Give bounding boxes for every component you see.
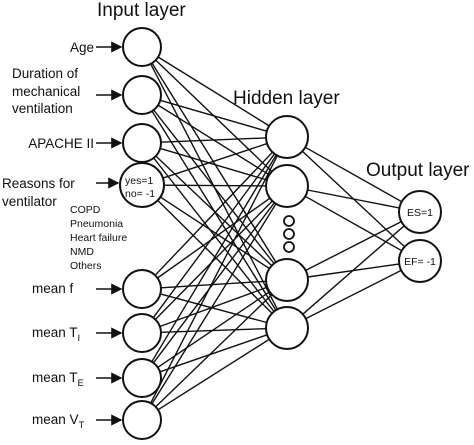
edge-input-5-hidden-2 — [157, 197, 271, 279]
edge-hidden-2-output-1 — [307, 189, 400, 209]
input-arrows — [96, 41, 123, 426]
ellipsis-dot-3 — [283, 241, 295, 253]
output-node-ef — [398, 239, 442, 283]
edge-input-4-hidden-3 — [160, 196, 270, 270]
mean-ti-text: mean T — [32, 325, 78, 340]
edge-input-8-hidden-1 — [150, 155, 279, 404]
edge-input-2-hidden-1 — [160, 99, 267, 132]
edge-input-5-hidden-4 — [160, 293, 267, 324]
connection-lines — [150, 56, 406, 411]
edge-input-3-hidden-1 — [160, 137, 267, 143]
ellipsis-dot-2 — [283, 228, 295, 240]
hidden-node-4 — [265, 306, 309, 350]
input-layer-title: Input layer — [97, 0, 186, 21]
input-label-mean-te: mean TE — [32, 370, 84, 389]
edge-input-3-hidden-2 — [160, 147, 268, 181]
reason-heart-failure: Heart failure — [70, 232, 127, 244]
edge-input-7-hidden-1 — [151, 154, 277, 363]
input-node-age — [122, 27, 162, 67]
input-node-mean-f — [122, 269, 162, 309]
edge-input-8-hidden-2 — [151, 203, 277, 405]
mean-te-text: mean T — [32, 370, 78, 385]
edge-hidden-2-output-2 — [304, 195, 403, 252]
reason-nmd: NMD — [70, 246, 94, 258]
output-layer-title: Output layer — [366, 160, 470, 181]
input-label-reasons-line1: Reasons for — [2, 176, 75, 191]
edge-input-6-hidden-1 — [152, 153, 276, 319]
mean-vt-subscript: T — [79, 420, 85, 431]
input-nodes — [119, 27, 165, 440]
edge-input-4-hidden-1 — [162, 142, 268, 179]
edge-input-6-hidden-2 — [154, 200, 273, 320]
edge-input-5-hidden-3 — [160, 280, 267, 289]
edge-input-4-hidden-2 — [163, 184, 267, 187]
encoding-no: no= -1 — [125, 188, 155, 200]
mean-ti-subscript: I — [78, 333, 81, 344]
input-node-mean-te — [122, 358, 162, 398]
hidden-node-3 — [265, 258, 309, 302]
input-label-mean-f: mean f — [32, 281, 74, 296]
output-label-ef: EF= -1 — [404, 256, 436, 268]
output-label-es: ES=1 — [407, 207, 433, 219]
reason-others: Others — [70, 260, 102, 272]
input-label-mean-vt: mean VT — [32, 412, 85, 431]
hidden-ellipsis — [283, 215, 295, 253]
input-node-mean-vt — [122, 400, 162, 440]
hidden-node-2 — [265, 164, 309, 208]
hidden-layer-title: Hidden layer — [233, 88, 340, 109]
edge-input-1-hidden-1 — [157, 56, 270, 127]
input-label-duration-line2: mechanical — [12, 84, 80, 99]
edge-input-7-hidden-3 — [157, 291, 270, 368]
output-node-es — [398, 190, 442, 234]
mean-te-subscript: E — [78, 378, 84, 389]
input-node-mean-ti — [122, 313, 162, 353]
edge-hidden-1-output-1 — [304, 146, 403, 203]
mean-vt-text: mean V — [32, 412, 79, 427]
input-node-apache — [122, 123, 162, 163]
input-label-reasons-line2: ventilator — [2, 194, 57, 209]
ellipsis-dot-1 — [283, 215, 295, 227]
edge-input-8-hidden-3 — [155, 294, 273, 408]
reason-pneumonia: Pneumonia — [70, 218, 123, 230]
edge-input-5-hidden-1 — [154, 151, 274, 276]
output-nodes — [398, 190, 442, 283]
hidden-node-1 — [265, 115, 309, 159]
hidden-nodes — [265, 115, 309, 350]
input-node-duration — [122, 75, 162, 115]
input-label-mean-ti: mean TI — [32, 325, 80, 344]
edge-hidden-4-output-1 — [302, 225, 405, 315]
edge-hidden-4-output-2 — [305, 269, 402, 320]
encoding-yes: yes=1 — [125, 175, 153, 187]
edge-input-7-hidden-2 — [152, 202, 275, 364]
input-label-age: Age — [70, 40, 94, 55]
input-node-reasons — [119, 162, 165, 208]
input-label-duration-line3: ventilation — [12, 101, 73, 116]
input-label-apache: APACHE II — [28, 136, 94, 151]
edge-input-8-hidden-4 — [157, 338, 270, 411]
edge-hidden-3-output-1 — [305, 220, 402, 272]
edge-input-2-hidden-3 — [153, 109, 275, 264]
input-label-duration-line1: Duration of — [12, 66, 78, 81]
reason-copd: COPD — [70, 204, 101, 216]
edge-input-3-hidden-3 — [155, 155, 273, 267]
edge-input-7-hidden-4 — [159, 334, 268, 373]
